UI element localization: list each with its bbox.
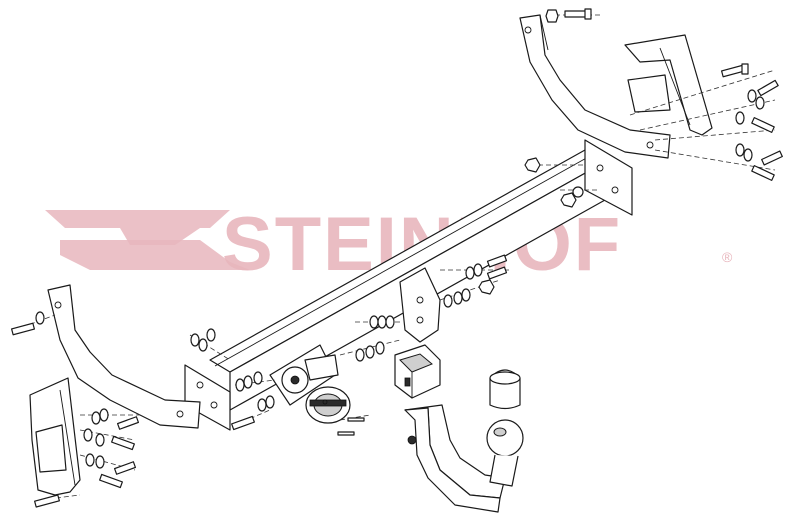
bolt (751, 117, 775, 133)
washer (473, 263, 483, 277)
washer (206, 328, 216, 342)
washer (572, 186, 584, 198)
tow-ball-neck (404, 404, 506, 513)
tow-ball (486, 419, 524, 487)
nut (83, 428, 93, 442)
left-end-plate (184, 364, 231, 431)
right-side-bracket (519, 14, 671, 159)
right-mounting-bracket (624, 34, 713, 136)
washer (235, 378, 245, 392)
washer (95, 433, 105, 447)
washer (190, 333, 200, 347)
nut (735, 111, 745, 125)
bolt (10, 322, 36, 336)
nut (478, 279, 495, 295)
washer (443, 294, 453, 308)
nut (545, 9, 559, 23)
washer (91, 411, 101, 425)
bolt (111, 435, 135, 451)
washer (755, 96, 765, 110)
washer (35, 311, 45, 325)
washer (95, 455, 105, 469)
registered-mark: ® (722, 249, 733, 265)
washer (375, 341, 385, 355)
washer (747, 89, 757, 103)
left-side-bracket (47, 284, 201, 429)
right-end-plate (584, 139, 633, 216)
steinhof-logo-emblem (45, 210, 250, 270)
nut (735, 143, 745, 157)
electrical-socket (305, 386, 351, 424)
washer (365, 345, 375, 359)
nut (85, 453, 95, 467)
bolt (564, 8, 592, 20)
washer (453, 291, 463, 305)
washer (99, 408, 109, 422)
socket-plate (269, 344, 339, 406)
bolt (486, 254, 508, 268)
bolt (99, 473, 123, 489)
washer (243, 375, 253, 389)
bolt (116, 416, 140, 430)
washer (377, 315, 387, 329)
washer (461, 288, 471, 302)
washer (369, 315, 379, 329)
screw (347, 417, 365, 422)
washer (743, 148, 753, 162)
bolt (720, 63, 749, 78)
washer (385, 315, 395, 329)
washer (265, 395, 275, 409)
tow-lock-housing (394, 344, 441, 399)
center-bracket (399, 267, 441, 343)
washer (198, 338, 208, 352)
nut (253, 371, 263, 385)
bolt (486, 266, 508, 280)
bolt (761, 150, 783, 166)
nut (355, 348, 365, 362)
bolt (231, 415, 255, 431)
bolt (757, 79, 779, 97)
bolt (34, 494, 60, 508)
bolt (113, 461, 137, 475)
left-mounting-bracket (29, 377, 81, 496)
nut (560, 192, 577, 208)
washer (465, 266, 475, 280)
washer (257, 398, 267, 412)
bolt (751, 165, 775, 181)
screw (337, 431, 355, 436)
nut (524, 157, 541, 173)
fasteners (10, 8, 783, 508)
tow-ball-cap (489, 369, 521, 410)
